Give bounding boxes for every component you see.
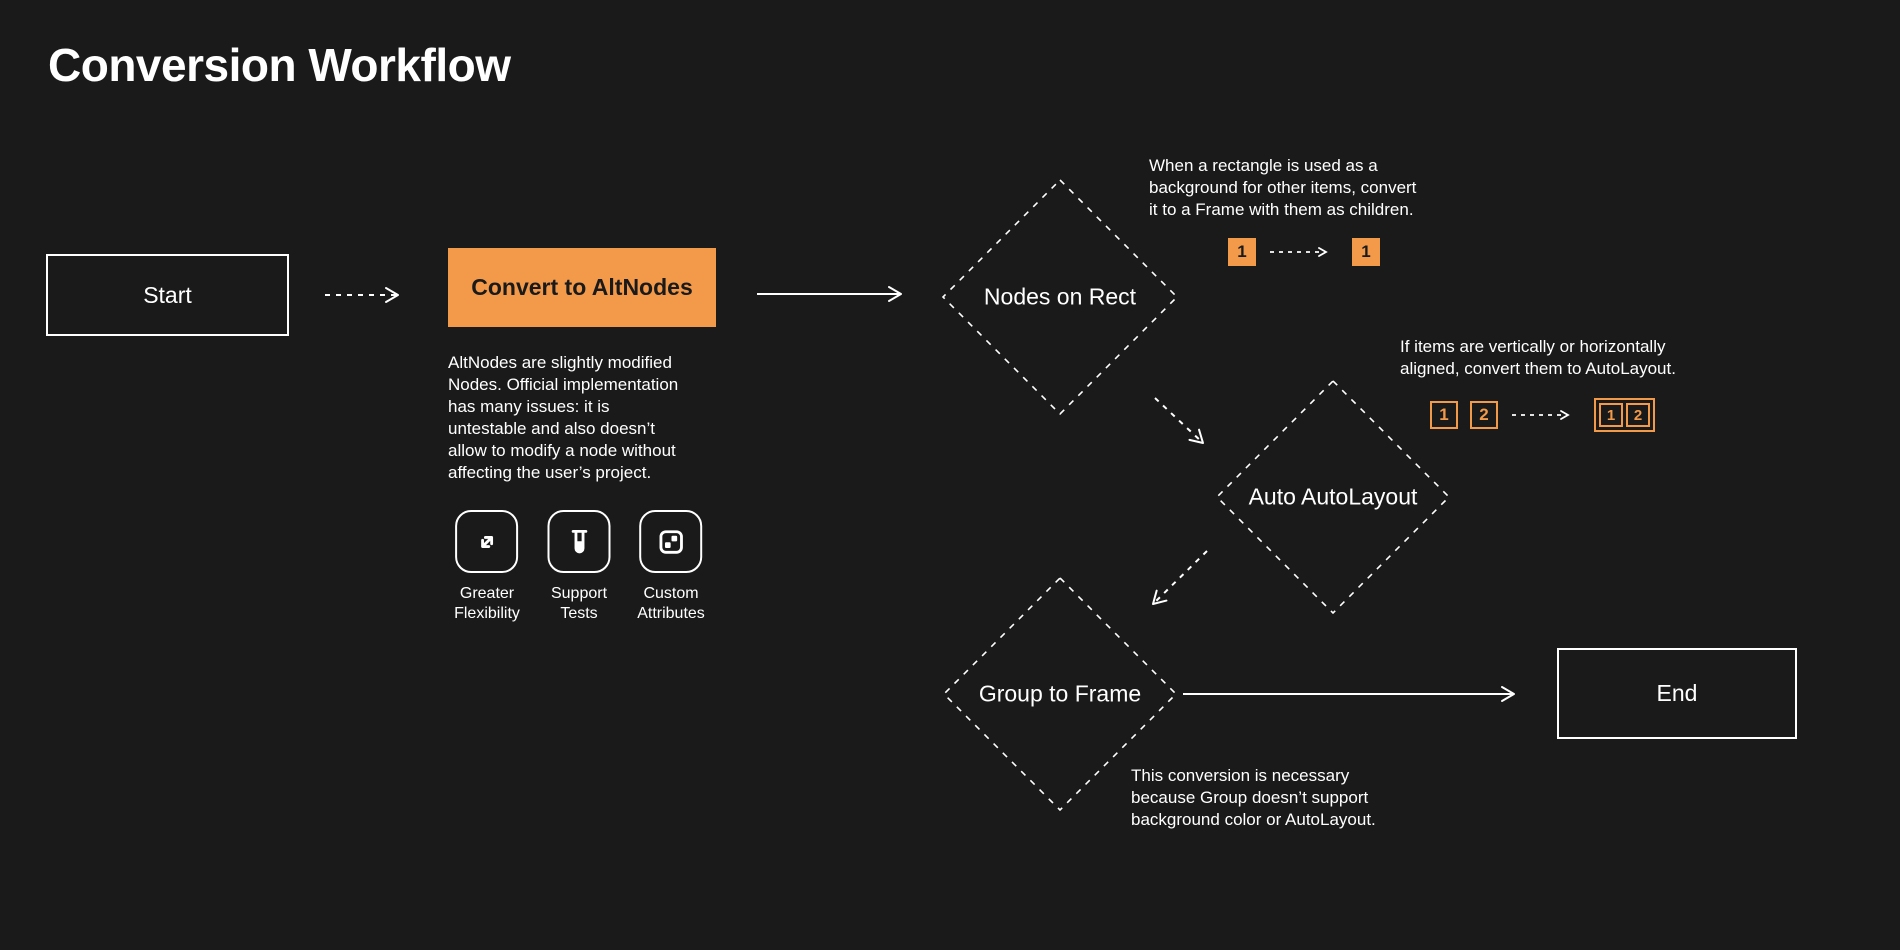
note-autolayout: If items are vertically or horizontally … xyxy=(1400,337,1676,378)
altnodes-description: AltNodes are slightly modified Nodes. Of… xyxy=(448,353,679,482)
item-square-1: 1 xyxy=(1430,401,1458,429)
flow-node-nodes-on-rect-label: Nodes on Rect xyxy=(983,283,1137,310)
mini-arrow-icon xyxy=(1270,247,1328,257)
arrow-autolayout-to-group xyxy=(1152,550,1208,605)
autolayout-container: 1 2 xyxy=(1594,398,1655,432)
page-title: Conversion Workflow xyxy=(48,39,511,91)
arrow-nodes-on-rect-to-autolayout xyxy=(1154,397,1204,444)
rect-to-frame-illustration: 1 1 xyxy=(1228,238,1380,266)
flow-node-auto-autolayout-label: Auto AutoLayout xyxy=(1248,483,1418,510)
item-square-2: 2 xyxy=(1470,401,1498,429)
attributes-icon xyxy=(639,510,703,573)
expand-icon xyxy=(455,510,519,573)
feature-support-tests: Support Tests xyxy=(547,510,611,624)
item-square-2: 2 xyxy=(1626,403,1650,427)
item-square-before: 1 xyxy=(1228,238,1256,266)
feature-label: Custom Attributes xyxy=(637,585,705,622)
item-square-1: 1 xyxy=(1599,403,1623,427)
mini-arrow-icon xyxy=(1512,410,1570,420)
flow-node-convert-to-altnodes: Convert to AltNodes xyxy=(448,248,716,327)
autolayout-illustration: 1 2 1 2 xyxy=(1430,398,1655,432)
note-group-to-frame: This conversion is necessary because Gro… xyxy=(1131,766,1376,829)
flow-node-end: End xyxy=(1557,648,1797,739)
feature-greater-flexibility: Greater Flexibility xyxy=(454,510,520,624)
test-tube-icon xyxy=(547,510,611,573)
feature-label: Support Tests xyxy=(550,585,608,622)
flow-node-start: Start xyxy=(46,254,289,336)
note-rect-to-frame: When a rectangle is used as a background… xyxy=(1149,156,1417,219)
feature-label: Greater Flexibility xyxy=(454,585,520,622)
flow-node-group-to-frame-label: Group to Frame xyxy=(978,680,1142,707)
feature-custom-attributes: Custom Attributes xyxy=(637,510,705,624)
item-square-after: 1 xyxy=(1352,238,1380,266)
